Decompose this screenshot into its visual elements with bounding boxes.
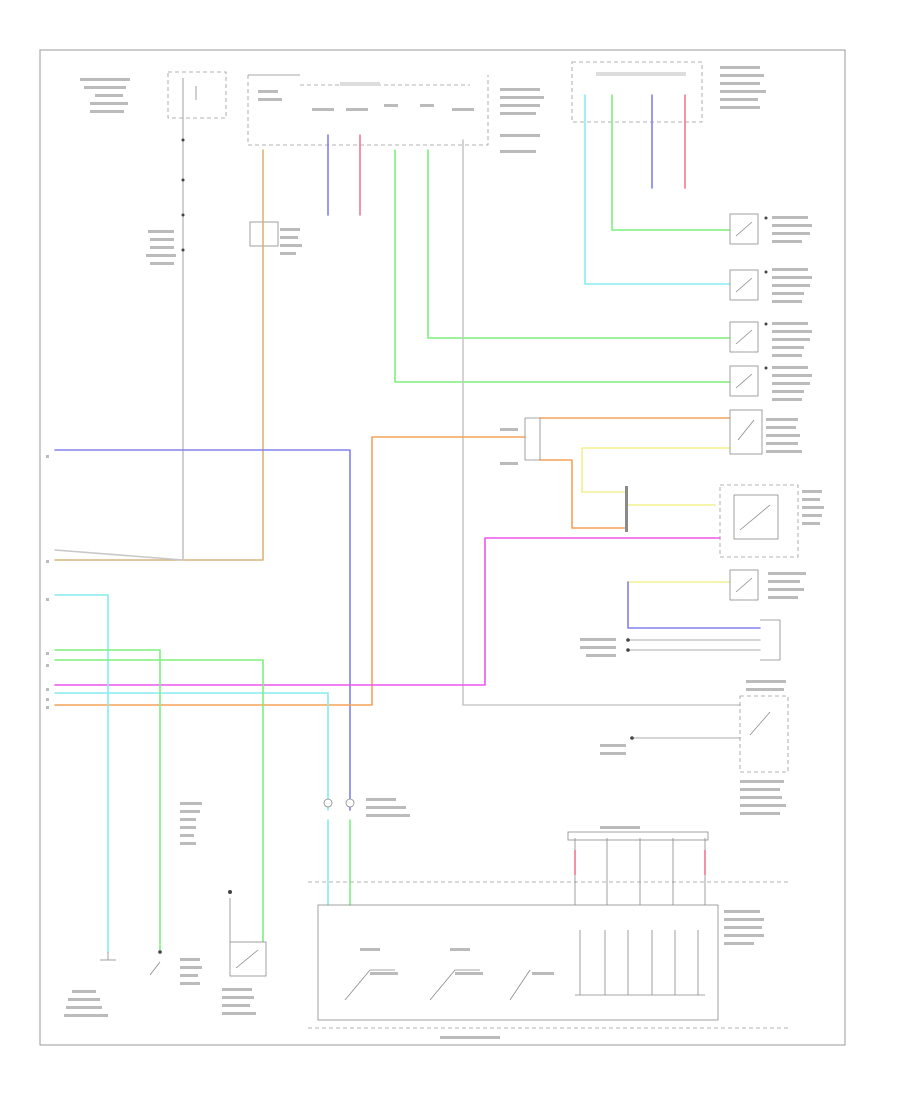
right-front-door-switch xyxy=(729,213,812,245)
key-cylinder-switch xyxy=(600,680,789,815)
wire-orange xyxy=(54,436,526,706)
wire-green-rf-door xyxy=(611,94,731,231)
relay-junction xyxy=(500,417,541,465)
power-window-subswitch xyxy=(64,952,116,1017)
door-module-connector xyxy=(571,61,766,123)
left-connector-stubs xyxy=(46,455,49,709)
shift-lock-switch xyxy=(580,619,781,661)
wire-green-rr-door xyxy=(427,149,731,339)
wire-green-left xyxy=(54,649,161,953)
wire-blue-lower xyxy=(627,581,761,629)
wire-green-lr-door xyxy=(394,149,731,383)
diagram-border xyxy=(39,49,846,1046)
left-front-door-switch xyxy=(729,268,812,303)
right-rear-door-switch xyxy=(729,321,812,357)
body-control-module xyxy=(308,826,790,1039)
wire-green-left2 xyxy=(54,659,264,946)
splice-connectors xyxy=(323,798,355,808)
junction-block-left xyxy=(247,74,489,255)
hood-switch xyxy=(729,569,806,601)
left-rear-door-switch xyxy=(729,365,812,401)
trunk-lid-switch xyxy=(729,409,802,455)
wire-yellow-trunk xyxy=(581,447,731,493)
security-indicator xyxy=(149,802,202,985)
wire-orange-low xyxy=(539,459,626,529)
wire-cyan-left xyxy=(54,594,109,953)
wire-tan xyxy=(54,149,264,561)
wire-cyan-lower xyxy=(54,692,329,811)
left-door-lock-switch xyxy=(222,890,267,1015)
power-window-master-switch xyxy=(300,82,544,153)
wire-gray-ignition xyxy=(54,549,184,561)
wire-gray-mid xyxy=(462,139,741,706)
wire-blue xyxy=(54,449,351,811)
wire-magenta xyxy=(54,537,721,686)
door-lock-actuator xyxy=(625,484,824,558)
ignition-switch xyxy=(80,71,227,560)
wire-cyan-lf-door xyxy=(584,94,731,285)
